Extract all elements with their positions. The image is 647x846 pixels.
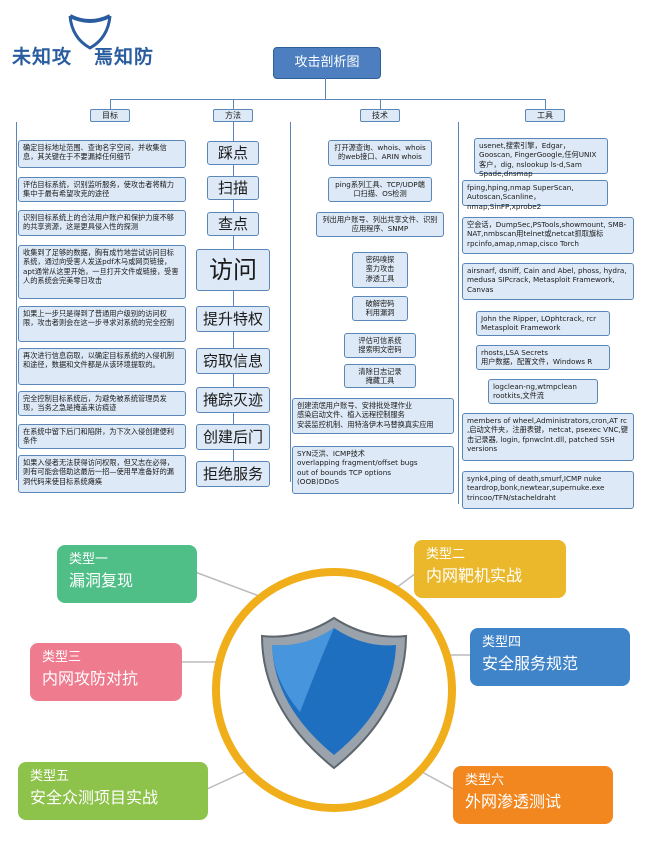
target-item: 如果入侵者无法获得访问权限，但又志在必得，则有可能会借助这最后一招—使用早准备好… [18,455,186,493]
connector [545,99,546,109]
method-step: 提升特权 [196,306,270,332]
type-card: 类型六 外网渗透测试 [453,766,613,824]
type-label: 类型二 [426,547,466,562]
column-header-tech: 技术 [360,109,400,122]
connector [325,77,326,99]
tech-item: 打开源查询、whois、whois的web接口、ARIN whois [328,140,432,166]
tech-item: 密码嗅探 蛮力攻击 渗透工具 [352,252,408,288]
connector [290,122,291,482]
tech-item: 破解密码 利用漏洞 [352,296,408,321]
type-name: 外网渗透测试 [465,792,562,811]
connector [110,99,111,109]
shield-icon [260,616,408,770]
column-header-target: 目标 [90,109,130,122]
tech-item: 创建流氓用户账号、安排批处理作业 感染启动文件、植入远程控制服务 安装监控机制、… [292,398,454,434]
method-step: 访问 [196,249,270,291]
target-item: 如果上一步只是得到了普通用户级别的访问权限，攻击者则会在这一步寻求对系统的完全控… [18,306,186,342]
target-item: 评估目标系统，识别监听服务，使攻击者将精力集中于最有希望攻克的途径 [18,177,186,202]
method-step: 创建后门 [196,424,270,450]
column-header-tools: 工具 [525,109,565,122]
connector [458,122,459,504]
method-step: 扫描 [207,176,259,200]
type-label: 类型三 [42,650,82,665]
tech-item: ping系列工具、TCP/UDP端口扫描、OS检测 [328,177,432,202]
method-step: 窃取信息 [196,348,270,374]
tool-item: members of wheel,Administrators,cron,AT … [462,413,634,461]
target-item: 完全控制目标系统后，为避免被系统管理员发现，当务之急是掩盖来访痕迹 [18,391,186,416]
type-card: 类型一 漏洞复现 [57,545,197,603]
target-item: 识别目标系统上的合法用户账户和保护力度不够的共享资源，这是更具侵入性的探测 [18,210,186,236]
root-node: 攻击剖析图 [273,47,381,79]
tool-item: logclean-ng,wtmpclean rootkits,文件流 [488,379,598,404]
type-label: 类型四 [482,635,522,650]
connector [110,99,545,100]
tech-item: 列出用户账号、列出共享文件、识别应用程序、SNMP [316,212,444,237]
logo-text-defense: 焉知防 [94,46,155,68]
type-label: 类型一 [69,552,109,567]
method-step: 查点 [207,212,259,236]
target-item: 在系统中留下后门和陷阱，为下次入侵创建便利条件 [18,424,186,449]
tool-item: fping,hping,nmap SuperScan, Autoscan,Sca… [462,180,608,211]
tool-item: usenet,搜索引擎，Edgar，Gooscan, FingerGoogle,… [474,138,608,178]
method-step: 掩踪灭迹 [196,387,270,413]
logo-text-attack: 未知攻 [12,46,73,68]
tech-item: SYN泛洪、ICMP技术 overlapping fragment/offset… [292,446,454,494]
type-label: 类型六 [465,773,505,788]
tech-item: 评估可信系统 搜索明文密码 [344,333,416,358]
type-name: 安全服务规范 [482,654,579,673]
connector [233,99,234,109]
type-card: 类型四 安全服务规范 [470,628,630,686]
type-name: 内网靶机实战 [426,566,523,585]
connector [380,99,381,109]
type-card: 类型三 内网攻防对抗 [30,643,182,701]
tool-item: synk4,ping of death,smurf,ICMP nuke tear… [462,471,634,509]
type-name: 内网攻防对抗 [42,669,139,688]
shield-logo-icon [68,14,112,50]
column-header-method: 方法 [213,109,253,122]
type-card: 类型五 安全众测项目实战 [18,762,208,820]
method-step: 踩点 [207,141,259,165]
type-name: 安全众测项目实战 [30,788,159,807]
tech-item: 清除日志记录 掩藏工具 [344,364,416,388]
type-name: 漏洞复现 [69,571,134,590]
tool-item: John the Ripper, LOphtcrack, rcr Metaspl… [476,311,610,336]
target-item: 确定目标地址范围、查询名字空间，并收集信息，其关键在于不要漏掉任何细节 [18,140,186,168]
connector [233,122,234,487]
tool-item: rhosts,LSA Secrets 用户数据，配置文件，Windows R [476,345,610,370]
tool-item: airsnarf, dsniff, Cain and Abel, phoss, … [462,263,634,300]
type-card: 类型二 内网靶机实战 [414,540,566,598]
target-item: 收集到了足够的数据，胸有成竹地尝试访问目标系统，通过向受害人发送pdf木马或网页… [18,245,186,299]
type-label: 类型五 [30,769,70,784]
method-step: 拒绝服务 [196,461,270,487]
target-item: 再次进行信息窃取，以确定目标系统的入侵机制和途径，数据和文件都是从该环境提取的。 [18,348,186,385]
tool-item: 空会话，DumpSec,PSTools,showmount, SMB-NAT,n… [462,217,634,254]
connector [16,122,17,480]
